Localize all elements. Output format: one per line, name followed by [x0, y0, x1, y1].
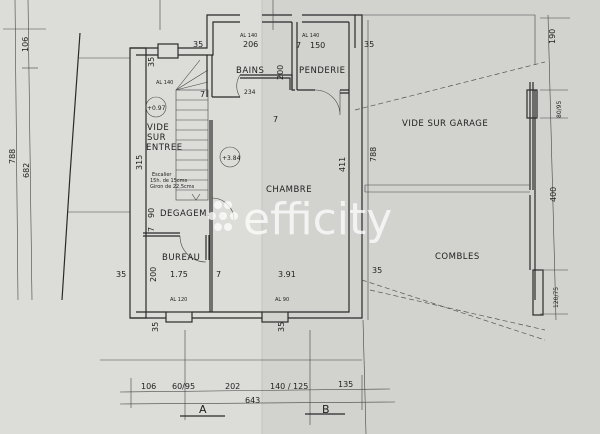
dim-penderie-7: 7 — [296, 41, 301, 50]
dim-stair-7: 7 — [200, 90, 205, 99]
watermark-text: efficity — [243, 194, 392, 245]
dim-bottom-left-35: 35 — [116, 270, 126, 279]
stair-note-2: 15h. de 15cms — [150, 178, 188, 184]
window-label-bureau: AL 120 — [170, 297, 187, 303]
dim-chambre-411: 411 — [338, 157, 347, 172]
room-vide-entree-1: VIDE — [147, 123, 169, 133]
section-a: A — [199, 403, 207, 416]
level-entree: +0.97 — [147, 105, 166, 112]
dim-bains-height: 200 — [276, 65, 285, 80]
dim-chambre-width: 3.91 — [278, 270, 296, 279]
room-vide-garage: VIDE SUR GARAGE — [402, 119, 488, 129]
dim-right-80-95: 80/95 — [556, 101, 563, 118]
dim-top-35-right: 35 — [364, 40, 374, 49]
dim-penderie-width: 150 — [310, 41, 325, 50]
room-combles: COMBLES — [435, 252, 480, 262]
dim-bains-width: 206 — [243, 40, 258, 49]
dim-bot-140-125: 140 / 125 — [270, 382, 308, 391]
bottom-dimension-lines — [100, 0, 396, 434]
window-label-bains: AL 140 — [240, 33, 257, 39]
room-vide-entree-2: SUR — [147, 133, 166, 143]
staircase — [175, 59, 209, 201]
room-degagement: DEGAGEM. — [160, 209, 210, 219]
section-b: B — [322, 403, 330, 416]
level-chambre: +3.84 — [222, 155, 241, 162]
efficity-logo-dots-icon — [208, 201, 238, 231]
stair-note-1: Escalier — [152, 172, 172, 178]
dim-bains-7: 7 — [273, 115, 278, 124]
dim-bot-135: 135 — [338, 380, 353, 389]
dim-right-400: 400 — [549, 187, 558, 202]
efficity-watermark: efficity — [208, 194, 392, 245]
dim-left-788: 788 — [8, 149, 17, 164]
dim-top-35-left: 35 — [193, 40, 203, 49]
dim-bureau-width: 1.75 — [170, 270, 188, 279]
dim-bot-60-95: 60/95 — [172, 382, 195, 391]
window-label-penderie: AL 140 — [302, 33, 319, 39]
dim-deg-90: 90 — [147, 208, 156, 218]
room-bureau: BUREAU — [162, 253, 200, 263]
dimension-labels: 35 206 200 7 150 35 35 7 234 7 315 411 9… — [8, 29, 563, 405]
room-bains: BAINS — [236, 66, 264, 76]
left-dimension-lines — [3, 0, 130, 301]
dim-stair-35: 35 — [147, 57, 156, 67]
dim-left-682: 682 — [22, 163, 31, 178]
window-label-stair: AL 140 — [156, 80, 173, 86]
walls — [129, 14, 363, 323]
dim-bottom-35-a: 35 — [151, 322, 160, 332]
dim-bottom-35-b: 35 — [277, 322, 286, 332]
dim-garage-788: 788 — [369, 147, 378, 162]
room-penderie: PENDERIE — [299, 66, 346, 76]
dim-bot-643: 643 — [245, 396, 260, 405]
dim-bot-202: 202 — [225, 382, 240, 391]
dim-right-190: 190 — [548, 29, 557, 44]
dim-right-35: 35 — [372, 266, 382, 275]
dim-partition-7: 7 — [216, 270, 221, 279]
dim-door-234: 234 — [244, 89, 256, 96]
level-marker-chambre — [219, 146, 241, 168]
dim-deg-7: 7 — [147, 227, 156, 232]
stair-note-3: Giron de 22,5cms — [150, 184, 195, 190]
dim-left-106: 106 — [21, 37, 30, 52]
room-chambre: CHAMBRE — [266, 185, 312, 195]
garage-combles-outline — [354, 14, 570, 341]
dim-bot-106: 106 — [141, 382, 156, 391]
room-vide-entree-3: ENTREE — [146, 143, 183, 153]
dim-bureau-200: 200 — [149, 267, 158, 282]
level-marker-entree — [145, 96, 167, 118]
dim-right-120-75: 120/75 — [553, 287, 560, 308]
dim-vide-315: 315 — [135, 155, 144, 170]
window-label-chambre: AL 90 — [275, 297, 289, 303]
paper-fold-shade — [262, 0, 600, 434]
